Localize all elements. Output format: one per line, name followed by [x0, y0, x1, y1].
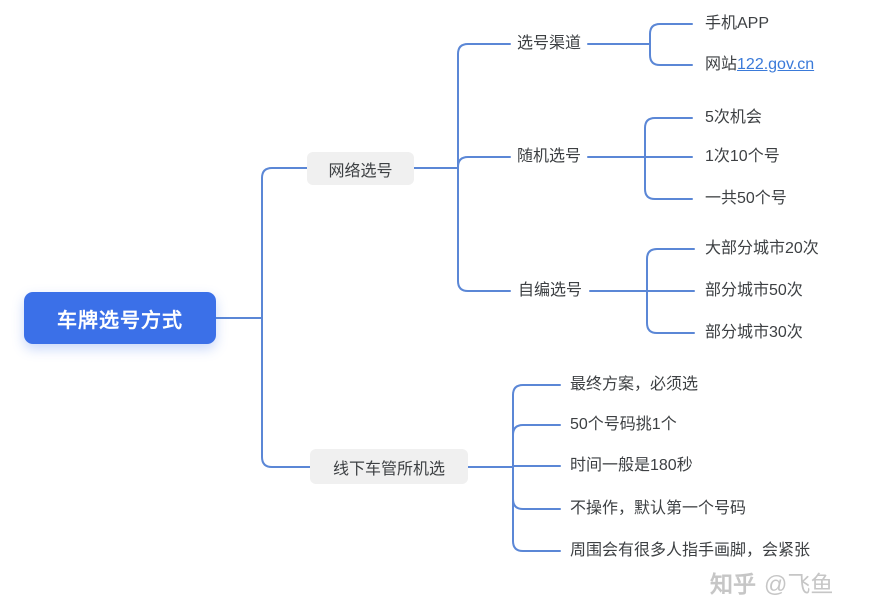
edge-random-fifty: [644, 156, 693, 200]
leaf-final-must-choose[interactable]: 最终方案，必须选: [570, 376, 699, 393]
watermark-brand: 知乎: [710, 571, 756, 597]
node-custom-selection[interactable]: 自编选号: [518, 282, 583, 299]
edge-root-offline: [261, 317, 311, 468]
leaf-people-pointing-nervous[interactable]: 周围会有很多人指手画脚，会紧张: [570, 542, 811, 559]
edge-custom-20: [589, 248, 695, 292]
watermark-user: @飞鱼: [764, 571, 834, 597]
leaf-some-cities-50[interactable]: 部分城市50次: [705, 282, 803, 299]
edge-channel-app: [587, 23, 693, 45]
leaf-website[interactable]: 网站122.gov.cn: [705, 54, 814, 76]
edge-online-random: [457, 156, 511, 169]
edge-offline-pick: [512, 424, 561, 468]
node-offline-dmv-random[interactable]: 线下车管所机选: [310, 449, 468, 484]
leaf-most-cities-20[interactable]: 大部分城市20次: [705, 240, 819, 257]
edge-offline-final: [467, 384, 561, 468]
leaf-website-prefix: 网站: [705, 56, 738, 73]
node-root[interactable]: 车牌选号方式: [24, 292, 216, 344]
edge-custom-30: [646, 290, 695, 334]
leaf-50-total[interactable]: 一共50个号: [705, 190, 787, 207]
leaf-some-cities-30[interactable]: 部分城市30次: [705, 324, 803, 341]
leaf-5-chances[interactable]: 5次机会: [705, 109, 762, 126]
edge-offline-default: [512, 466, 561, 510]
node-random-selection[interactable]: 随机选号: [517, 148, 582, 165]
leaf-default-first-number[interactable]: 不操作，默认第一个号码: [570, 500, 747, 517]
edge-offline-nervous: [512, 466, 561, 552]
edge-channel-website: [649, 43, 693, 66]
edge-online-channel: [413, 43, 511, 169]
node-selection-channel[interactable]: 选号渠道: [517, 35, 582, 52]
edge-online-custom: [457, 167, 511, 292]
leaf-time-180s[interactable]: 时间一般是180秒: [570, 457, 693, 474]
watermark: 知乎 @飞鱼: [710, 565, 833, 599]
edge-random-chance: [587, 117, 693, 158]
leaf-pick-1-of-50[interactable]: 50个号码挑1个: [570, 416, 677, 433]
leaf-mobile-app[interactable]: 手机APP: [705, 15, 770, 32]
leaf-10-per-try[interactable]: 1次10个号: [705, 148, 780, 165]
node-online-selection[interactable]: 网络选号: [307, 152, 414, 185]
edge-root-online: [215, 167, 308, 319]
link-122-gov-cn[interactable]: 122.gov.cn: [737, 56, 815, 73]
